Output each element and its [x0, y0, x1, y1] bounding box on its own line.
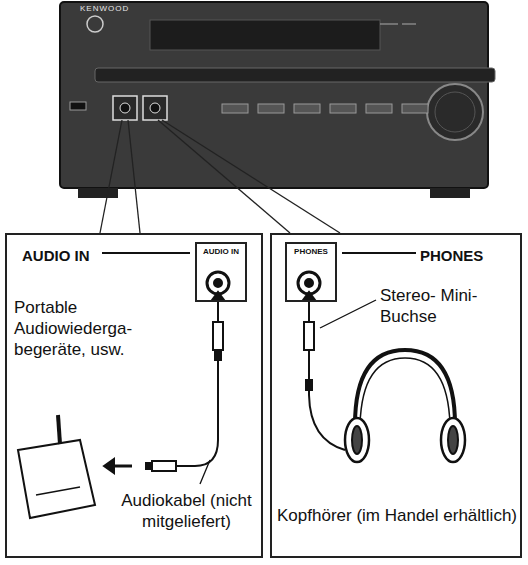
jack-box: AUDIO IN [195, 242, 247, 302]
cable-label: Audiokabel (nicht mitgeliefert) [99, 490, 274, 532]
panel-heading: AUDIO IN [22, 245, 90, 266]
brand-label: KENWOOD [80, 4, 129, 14]
callout-panel: AUDIO IN Portable Audiowiederga- begeräte… [5, 233, 263, 558]
panel-heading: PHONES [420, 245, 483, 266]
jack-label: PHONES [287, 247, 335, 257]
jack-type-label: Stereo- Mini-Buchse [380, 285, 515, 327]
callout-panel: PHONES Stereo- Mini-BuchseKopfhörer (im H… [270, 233, 522, 558]
device-label: Portable Audiowiederga- begeräte, usw. [14, 297, 164, 360]
headphones-label: Kopfhörer (im Handel erhältlich) [277, 505, 517, 526]
jack-box: PHONES [285, 242, 337, 302]
jack-label: AUDIO IN [197, 247, 245, 257]
